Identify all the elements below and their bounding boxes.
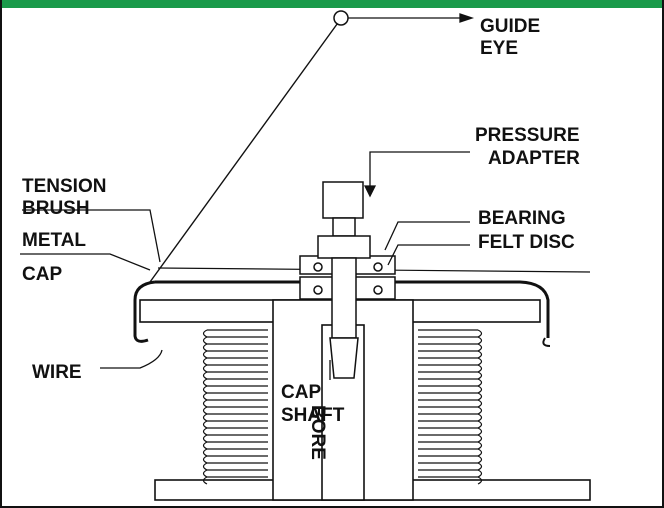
wire-coil [418, 448, 483, 457]
right-wire-coils [418, 329, 483, 485]
wire-coil [202, 399, 268, 408]
wire-coil [418, 385, 483, 394]
wire-coil [418, 455, 483, 464]
wire-coil [418, 350, 483, 359]
left-wire-coils [202, 329, 268, 485]
label-tension-brush-line1: TENSION [22, 176, 107, 197]
label-guide-eye-line2: EYE [480, 38, 519, 59]
label-metal: METAL [22, 230, 87, 251]
wire-coil [202, 392, 268, 401]
wire-coil [418, 336, 483, 345]
wire-coil [418, 371, 483, 380]
wire-coil [202, 427, 268, 436]
wire-coil [418, 392, 483, 401]
wire-coil [418, 378, 483, 387]
label-cap-shaft-line1: CAP [281, 382, 322, 403]
wire-coil [418, 434, 483, 443]
wire-coil [202, 343, 268, 352]
wire-coil [418, 357, 483, 366]
leader-lines [20, 13, 475, 380]
wire-coil [418, 420, 483, 429]
wire-coil [418, 476, 483, 485]
wire-coil [202, 434, 268, 443]
wire-coil [418, 462, 483, 471]
label-bore: BORE [307, 405, 328, 460]
cap-right-hook [542, 337, 551, 347]
wire-coil [418, 413, 483, 422]
label-wire: WIRE [32, 362, 82, 383]
cap-shaft [329, 257, 359, 379]
wire-coil [202, 357, 268, 366]
label-pressure-adapter-line1: PRESSURE [475, 125, 580, 146]
wire-coil [202, 329, 268, 338]
wire-coil [202, 448, 268, 457]
wire-coil [418, 469, 483, 478]
label-tension-brush-line2: BRUSH [22, 198, 90, 219]
guide-eye-ring [333, 10, 349, 26]
wire-coil [202, 413, 268, 422]
wire-coil [202, 469, 268, 478]
wire-coil [202, 350, 268, 359]
label-cap: CAP [22, 264, 63, 285]
metal-cap [133, 280, 550, 343]
label-felt-disc: FELT DISC [478, 232, 575, 253]
wire-coil [202, 364, 268, 373]
wire-coil [202, 378, 268, 387]
wire-coil [418, 427, 483, 436]
wire-coil [418, 399, 483, 408]
wire-coil [202, 476, 268, 485]
wire-coil [418, 406, 483, 415]
wire-coil [418, 364, 483, 373]
label-cap-shaft-line2: SHAFT [281, 405, 345, 426]
wire-coil [202, 455, 268, 464]
accent-bar [0, 0, 664, 8]
wire-coil [418, 343, 483, 352]
wire-coil [202, 462, 268, 471]
wire-coil [418, 441, 483, 450]
pressure-adapter [317, 181, 371, 259]
wire-coil [202, 406, 268, 415]
wire-coil [202, 441, 268, 450]
label-pressure-adapter-line2: ADAPTER [488, 148, 580, 169]
wire-coil [202, 420, 268, 429]
wire-coil [202, 371, 268, 380]
label-bearing: BEARING [478, 208, 566, 229]
wire-coil [202, 336, 268, 345]
wire-to-guide-eye [149, 19, 341, 283]
wire-coil [418, 329, 483, 338]
wire-coil [202, 385, 268, 394]
label-guide-eye-line1: GUIDE [480, 16, 541, 37]
